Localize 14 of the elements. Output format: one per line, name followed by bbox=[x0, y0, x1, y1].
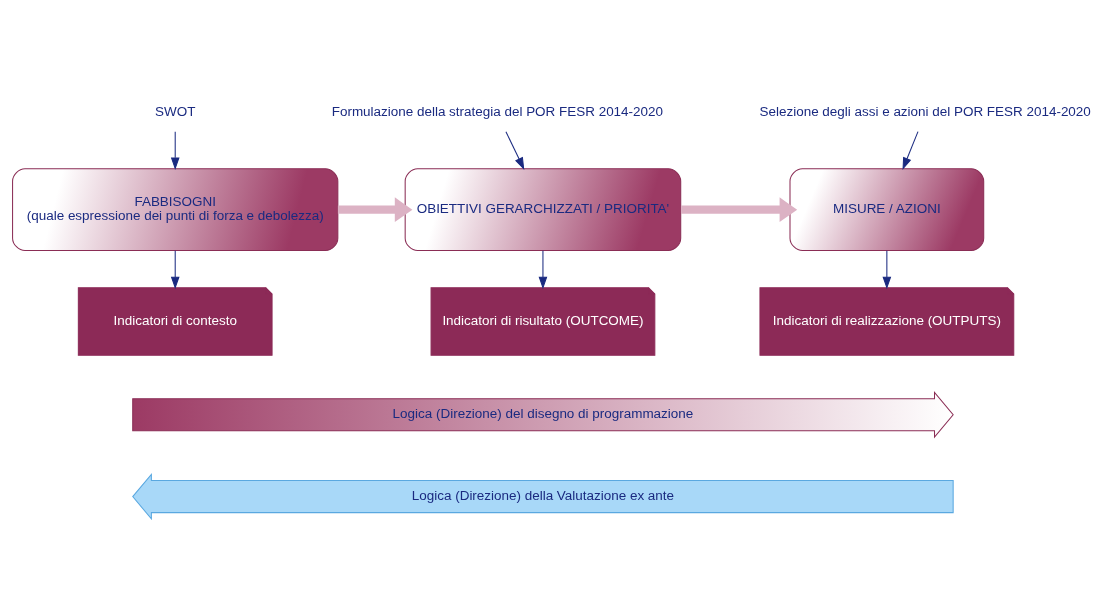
node-box: MISURE / AZIONI bbox=[789, 168, 985, 252]
arrow bbox=[681, 197, 798, 222]
arrow bbox=[170, 250, 180, 290]
arrow bbox=[882, 250, 892, 290]
node-text: Selezione degli assi e azioni del POR FESR 2014-2020 bbox=[759, 104, 1091, 120]
node-text: Formulazione della strategia del POR FESR 2014-2020 bbox=[331, 104, 664, 120]
arrow bbox=[170, 131, 180, 171]
arrow bbox=[538, 250, 548, 290]
node-text: SWOT bbox=[155, 104, 196, 120]
arrow bbox=[505, 131, 525, 170]
node-box: FABBISOGNI (quale espressione dei punti di forza e debolezza) bbox=[12, 168, 339, 252]
node-box: OBIETTIVI GERARCHIZZATI / PRIORITA' bbox=[404, 168, 682, 252]
arrow bbox=[337, 197, 413, 222]
arrow bbox=[902, 131, 919, 170]
